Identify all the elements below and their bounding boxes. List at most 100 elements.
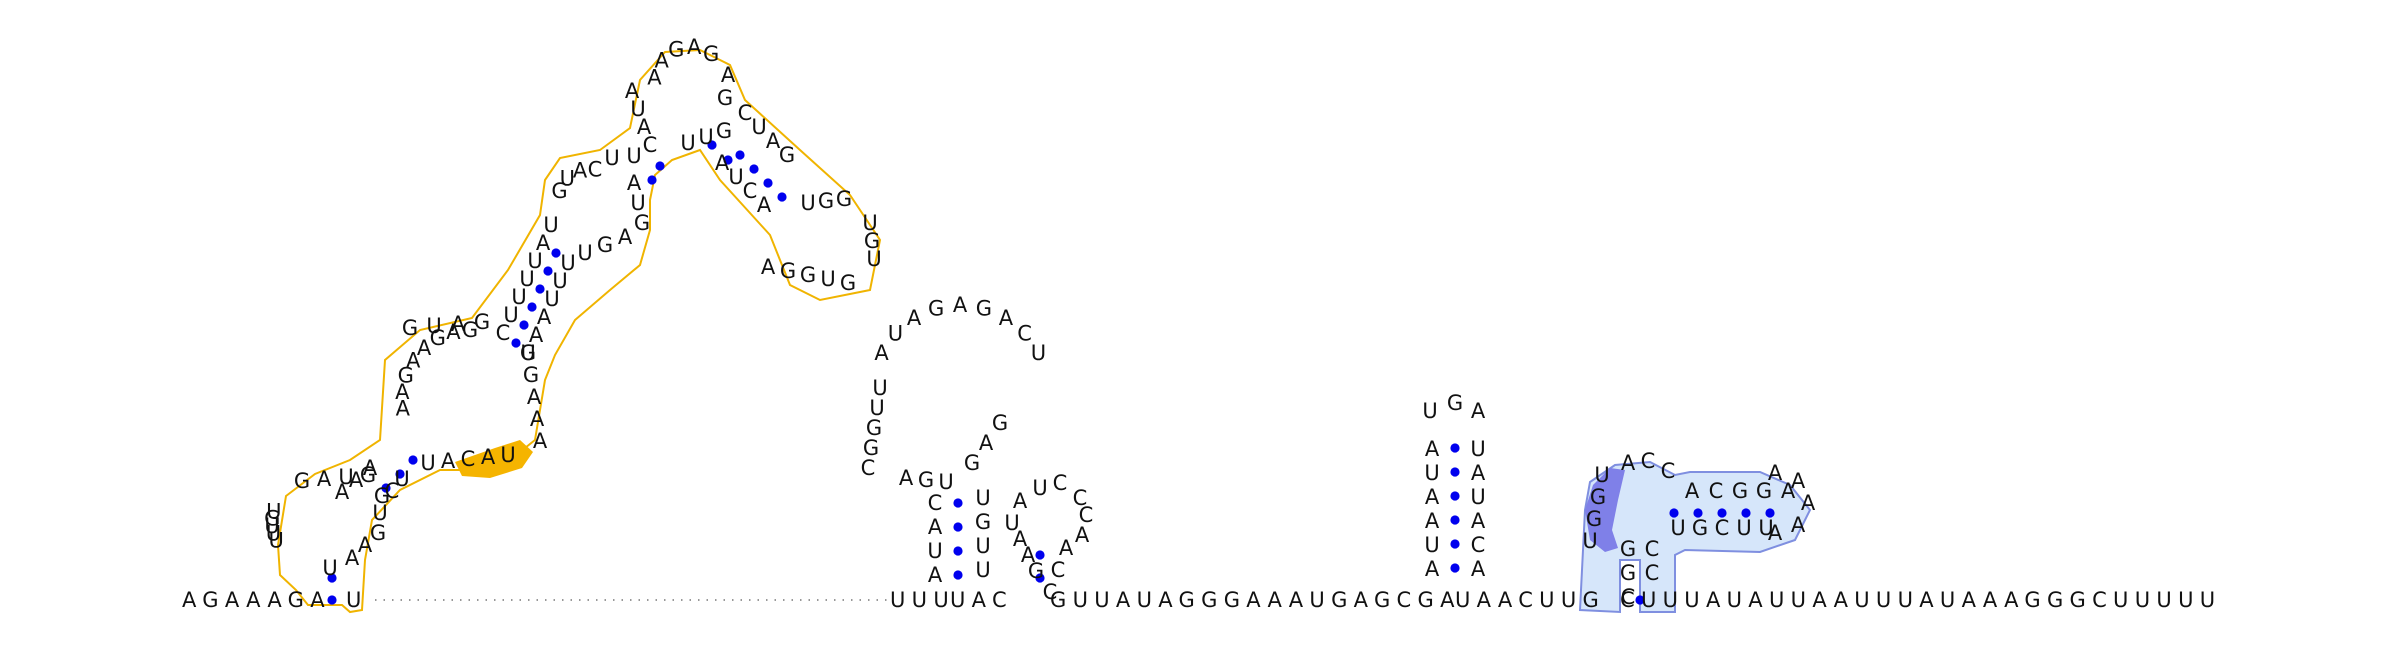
loop-nucleotide: G [840,271,856,295]
stem-nucleotide: U [544,287,559,311]
loop-nucleotide: G [863,436,879,460]
loop-nucleotide: G [964,451,980,475]
loop-nucleotide: U [372,501,387,525]
stem-nucleotide: C [738,101,753,125]
strand-3prime-tail: CUUUAUAUUAAUUUAUAAAGGGCUUUUU [1620,588,2221,612]
loop-nucleotide: G [551,179,567,203]
strand-middle-a: UUU [890,588,955,612]
base-pair-dot [551,248,561,258]
loop-nucleotide: A [907,306,922,330]
loop-nucleotide: U [1031,341,1046,365]
stem-nucleotide: C [1709,479,1724,503]
strand-5prime-left: AGAAAGA [182,588,331,612]
loop-nucleotide: A [1013,489,1028,513]
loop-nucleotide: G [374,484,390,508]
loop-nucleotide: U [560,166,575,190]
stem-nucleotide: U [511,285,526,309]
loop-nucleotide: G [264,507,280,531]
loop-nucleotide: A [1621,451,1636,475]
base-pair-dot [1717,508,1727,518]
orange-highlight [455,440,533,478]
loop-nucleotide: U [264,514,279,538]
loop-nucleotide: G [1586,507,1602,531]
base-pair-dot [527,302,537,312]
loop-nucleotide: A [1075,523,1090,547]
stem-nucleotide: A [363,456,378,480]
loop-nucleotide: C [1641,449,1656,473]
stem-nucleotide: A [441,449,456,473]
small-hairpin-stem-3prime: U [1470,485,1485,509]
small-hairpin-loop: A [1471,399,1486,423]
stem-nucleotide: A [766,129,781,153]
loop-nucleotide: G [398,364,414,388]
base-pair-dot [953,522,963,532]
loop-nucleotide: U [338,465,353,489]
loop-nucleotide: A [647,65,662,89]
loop-nucleotide: G [918,468,934,492]
stem-nucleotide: A [637,115,652,139]
small-hairpin-stem-5prime: U [1424,461,1439,485]
stem-nucleotide: C [743,179,758,203]
stem-nucleotide: C [1051,558,1066,582]
stem-nucleotide: A [1781,479,1796,503]
small-hairpin-stem-5prime: A [1425,485,1440,509]
stem-nucleotide: A [1685,479,1700,503]
loop-nucleotide: G [928,296,944,320]
loop-nucleotide: A [1791,469,1806,493]
base-pair-dot [735,150,745,160]
sequence-strands: AGAAAGA U UUU UAC GUUAUAGGGAAAUGAGCGA UA… [182,588,2221,612]
base-pair-marks [327,140,1775,605]
loop-nucleotide: G [474,310,490,334]
loop-nucleotide: A [396,397,411,421]
stem-nucleotide: A [928,563,943,587]
highlight-domains [276,48,1812,614]
loop-nucleotide: U [322,556,337,580]
loop-nucleotide: G [430,326,446,350]
loop-nucleotide: G [1028,559,1044,583]
strand-middle-b: UAC [950,588,1013,612]
loop-nucleotide: A [358,533,373,557]
stem-nucleotide: U [420,451,435,475]
loop-nucleotide: A [573,159,588,183]
loop-nucleotide: A [1013,527,1028,551]
stem-nucleotide: G [1692,516,1708,540]
small-hairpin-stem-3prime: A [1471,461,1486,485]
stem-nucleotide: U [527,249,542,273]
base-pair-dot [543,266,553,276]
stem-nucleotide: U [1736,516,1751,540]
loop-nucleotide: U [872,376,887,400]
base-pair-dot [1693,508,1703,518]
base-pair-dot [1450,443,1460,453]
stem-nucleotide: U [543,213,558,237]
loop-nucleotide: G [1590,485,1606,509]
base-pair-dot [953,498,963,508]
small-hairpin-stem-3prime: A [1471,557,1486,581]
loop-nucleotide: G [294,469,310,493]
stem-nucleotide: G [716,119,732,143]
loop-nucleotide: U [630,191,645,215]
small-hairpin-stem-3prime: U [1470,437,1485,461]
small-hairpin-stem-3prime: C [1471,533,1486,557]
loop-nucleotide: A [874,341,889,365]
loop-nucleotide: U [1582,529,1597,553]
stem-nucleotide: C [928,491,943,515]
small-hairpin-loop: U [1422,399,1437,423]
stem-nucleotide: G [520,341,536,365]
loop-nucleotide: G [864,229,880,253]
stem-nucleotide: U [503,303,518,327]
stem-nucleotide: C [461,447,476,471]
purple-highlight [1585,468,1625,552]
loop-nucleotide: A [406,349,421,373]
loop-nucleotide: U [938,470,953,494]
base-pair-dot [749,164,759,174]
loop-nucleotide: A [395,380,410,404]
stem-nucleotide: C [643,133,658,157]
loop-nucleotide: G [703,42,719,66]
loop-nucleotide: A [533,429,548,453]
stem-nucleotide: C [496,321,511,345]
base-pair-dot [1450,467,1460,477]
loop-nucleotide: A [687,35,702,59]
loop-nucleotide: G [717,86,733,110]
stem-nucleotide: U [577,241,592,265]
